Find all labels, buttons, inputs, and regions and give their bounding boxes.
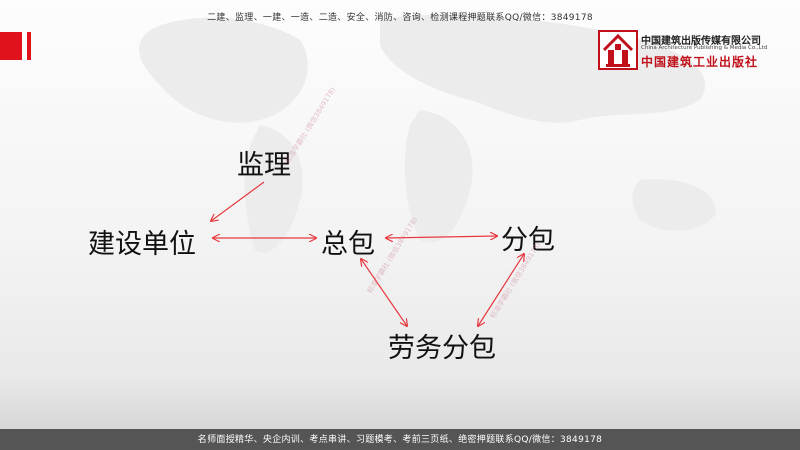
publisher-name-en: China Architecture Publishing & Media Co…	[641, 45, 768, 51]
accent-bar	[0, 32, 22, 60]
header-banner: 二建、监理、一建、一造、二造、安全、消防、咨询、检测课程押题联系QQ/微信：38…	[207, 13, 593, 23]
node-subcontractor: 分包	[501, 225, 555, 256]
node-labor-subcontractor: 劳务分包	[388, 333, 496, 364]
node-general-contractor: 总包	[321, 229, 375, 260]
arrow-general-labor	[361, 259, 407, 326]
publisher-logo: 中国建筑出版传媒有限公司 China Architecture Publishi…	[598, 30, 788, 72]
publisher-calligraphy: 中国建筑工业出版社	[641, 55, 759, 69]
publisher-emblem-icon	[598, 30, 638, 70]
arrow-sub-labor	[478, 254, 524, 326]
accent-stripe	[27, 32, 31, 60]
node-supervisor: 监理	[237, 150, 291, 181]
footer-bar	[0, 429, 800, 450]
footer-banner: 名师面授精华、央企内训、考点串讲、习题模考、考前三页纸、绝密押题联系QQ/微信：…	[197, 435, 603, 445]
publisher-name-cn: 中国建筑出版传媒有限公司	[641, 36, 761, 47]
world-map-background	[0, 0, 800, 300]
arrow-general-sub	[386, 236, 497, 238]
arrow-supervisor-owner	[211, 181, 265, 221]
node-owner: 建设单位	[88, 229, 196, 260]
